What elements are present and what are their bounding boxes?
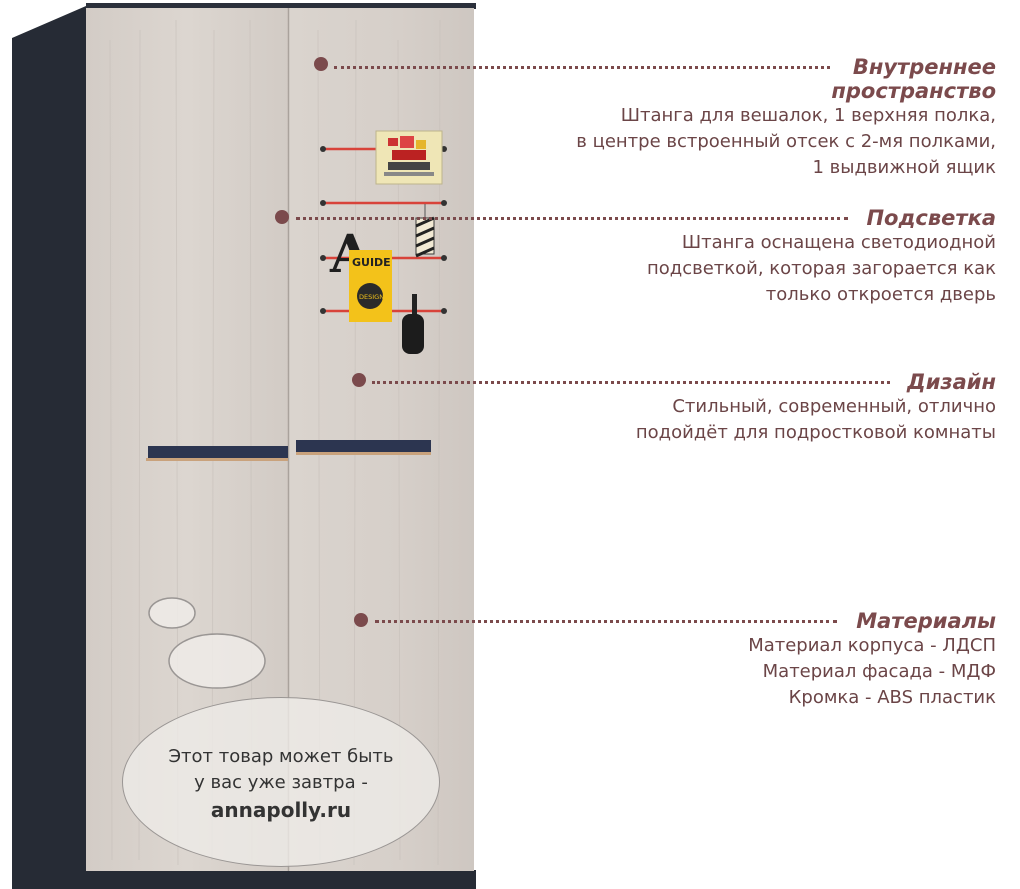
callout-dot-lighting (275, 210, 289, 224)
callout-leader-design (372, 381, 890, 384)
callout-interior: Внутреннее пространство Штанга для вешал… (576, 55, 996, 181)
postcard-image (375, 130, 443, 185)
callout-design: Дизайн Стильный, современный, отлично по… (636, 370, 996, 446)
callout-leader-interior (334, 66, 830, 69)
decorative-bubble-small (148, 597, 196, 629)
right-door-handle (296, 440, 431, 454)
callout-text: Штанга оснащена светодиодной (681, 232, 996, 253)
callout-title: Дизайн (906, 370, 996, 394)
callout-title: Внутреннее (852, 55, 996, 79)
left-door-handle (148, 446, 288, 460)
callout-leader-materials (375, 620, 837, 623)
callout-dot-design (352, 373, 366, 387)
callout-title: Подсветка (866, 206, 996, 230)
decorative-bubble-medium (168, 633, 266, 689)
callout-title: Материалы (856, 609, 996, 633)
callout-lighting: Подсветка Штанга оснащена светодиодной п… (647, 206, 996, 308)
callout-text: Материал корпуса - ЛДСП (748, 635, 996, 656)
magazine-title: GUIDE (352, 256, 391, 269)
callout-title: пространство (831, 79, 996, 103)
callout-text: только откроется дверь (765, 284, 996, 305)
callout-text: в центре встроенный отсек с 2-мя полками… (576, 131, 996, 152)
callout-text: Стильный, современный, отлично (672, 396, 996, 417)
wardrobe-plinth (86, 870, 476, 889)
callout-leader-lighting (296, 217, 848, 220)
callout-materials: Материалы Материал корпуса - ЛДСП Матери… (748, 609, 996, 711)
callout-text: 1 выдвижной ящик (812, 157, 996, 178)
callout-dot-materials (354, 613, 368, 627)
callout-text: подойдёт для подростковой комнаты (635, 422, 996, 443)
callout-text: Кромка - ABS пластик (788, 687, 996, 708)
promo-bubble: Этот товар может быть у вас уже завтра -… (122, 697, 440, 867)
callout-text: подсветкой, которая загорается как (646, 258, 996, 279)
sunglasses (402, 294, 424, 354)
magazine: GUIDE DESIGN (349, 250, 392, 322)
callout-dot-interior (314, 57, 328, 71)
magazine-badge: DESIGN (359, 293, 384, 301)
callout-text: Штанга для вешалок, 1 верхняя полка, (620, 105, 996, 126)
promo-line: Этот товар может быть (168, 746, 394, 767)
wardrobe-side-panel (12, 6, 86, 889)
promo-line: у вас уже завтра - (194, 772, 368, 793)
promo-site-link[interactable]: annapolly.ru (210, 798, 352, 822)
callout-text: Материал фасада - МДФ (762, 661, 996, 682)
